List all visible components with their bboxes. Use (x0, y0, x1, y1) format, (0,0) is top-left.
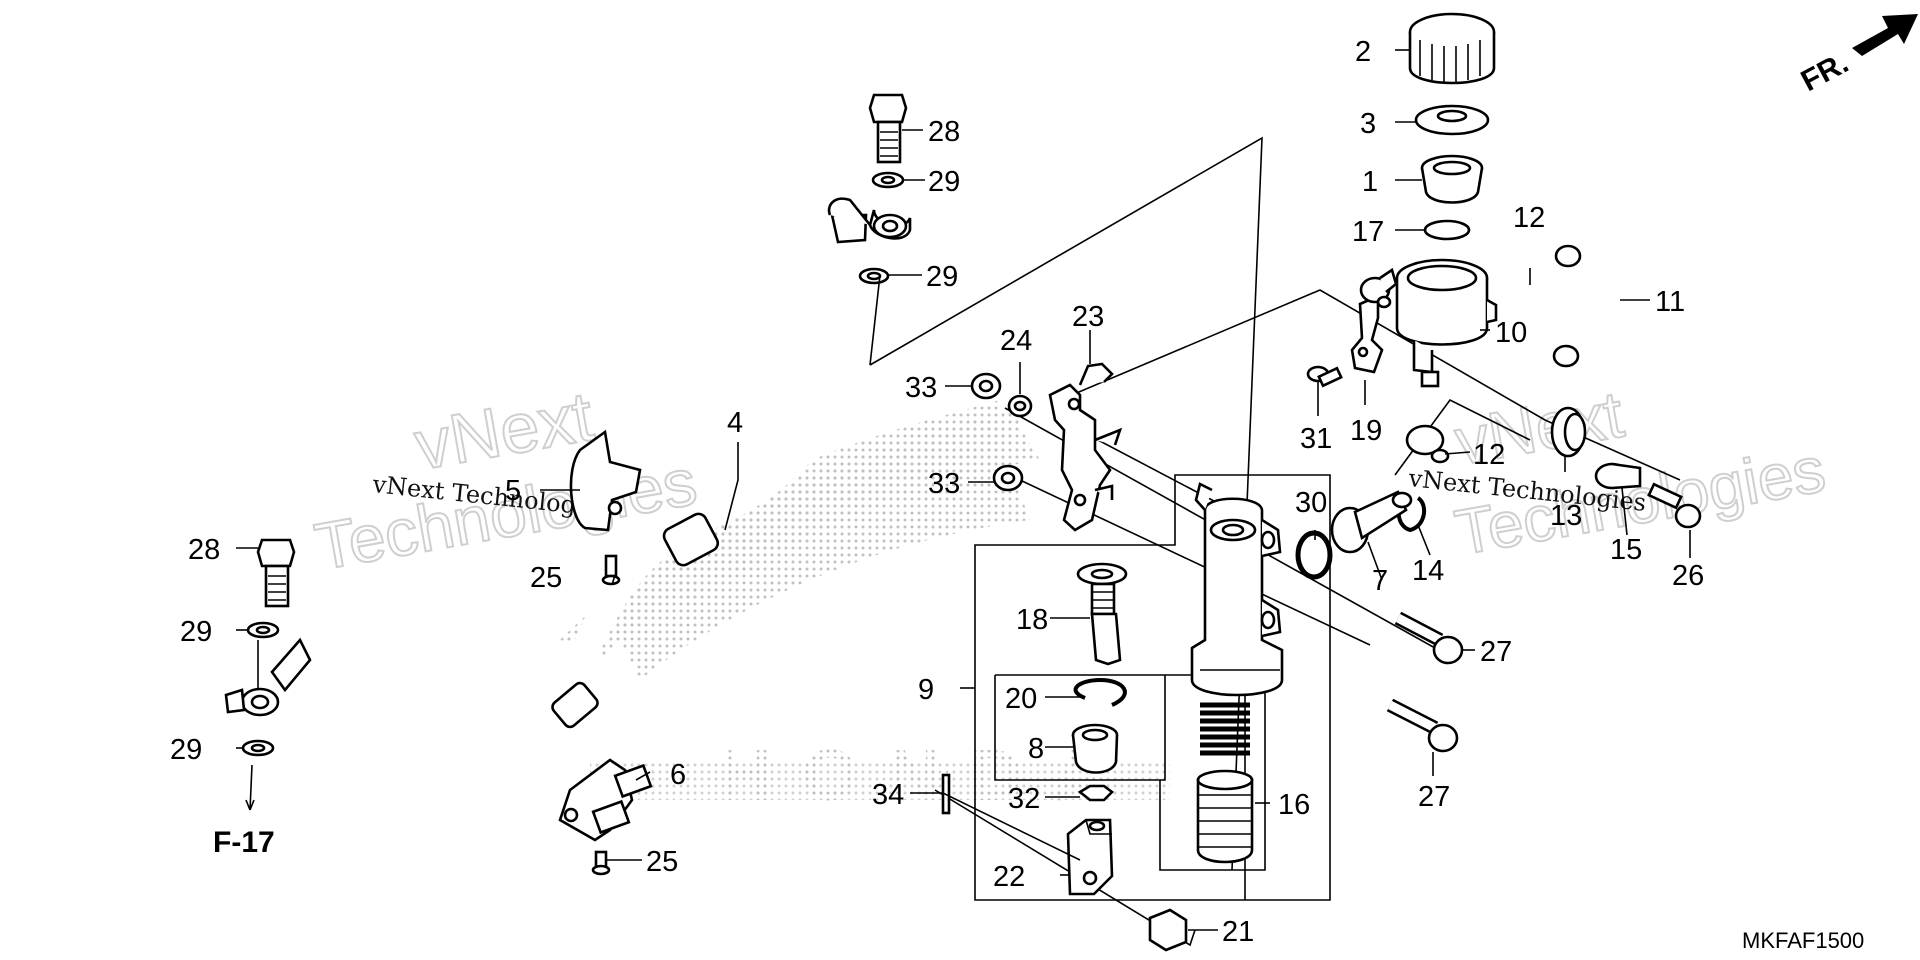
reservoir-cap (1408, 12, 1496, 85)
callout-1: 1 (1362, 166, 1378, 198)
callout-13: 13 (1550, 500, 1582, 532)
hose-clamp-6 (558, 758, 653, 876)
callout-33-upper: 33 (905, 372, 937, 404)
reference-f17: F-17 (213, 826, 275, 859)
o-ring-30 (1295, 530, 1333, 580)
callout-4: 4 (727, 407, 743, 439)
callout-12-lower: 12 (1473, 439, 1505, 471)
callout-11: 11 (1655, 286, 1685, 318)
callout-leaders (236, 49, 1691, 931)
callout-28-upper: 28 (928, 116, 960, 148)
bolt-31 (1306, 365, 1343, 388)
callout-18: 18 (1016, 604, 1048, 636)
nut-32 (1077, 784, 1114, 802)
callout-29-left-upper: 29 (180, 616, 212, 648)
callout-19: 19 (1350, 415, 1382, 447)
callout-26: 26 (1672, 560, 1704, 592)
circlip-20 (1073, 677, 1127, 707)
honda-wing-logo: HONDA (560, 400, 1170, 816)
bolt-27-lower (1386, 698, 1459, 753)
clevis-22 (1066, 818, 1114, 896)
callout-15: 15 (1610, 534, 1642, 566)
reservoir-plate (1414, 104, 1490, 136)
nut-33-lower (992, 464, 1024, 492)
reservoir-diaphragm (1420, 154, 1484, 204)
callout-21: 21 (1222, 916, 1254, 948)
callout-3: 3 (1360, 108, 1376, 140)
callout-22: 22 (993, 861, 1025, 893)
callout-32: 32 (1008, 783, 1040, 815)
callout-27-lower: 27 (1418, 781, 1450, 813)
callout-16: 16 (1278, 789, 1310, 821)
callout-25-upper: 25 (530, 562, 562, 594)
spring-16 (1196, 702, 1254, 864)
callout-2: 2 (1355, 36, 1371, 68)
reservoir-o-ring (1423, 219, 1471, 241)
hose-clip-12-lower (1405, 424, 1450, 464)
master-cylinder-body (1190, 482, 1284, 697)
cotter-21 (1148, 908, 1188, 952)
nut-33-upper (970, 372, 1002, 400)
callout-25-lower: 25 (646, 846, 678, 878)
callout-5: 5 (505, 475, 521, 507)
callout-29-upper: 29 (928, 166, 960, 198)
callout-30: 30 (1295, 487, 1327, 519)
boot-8 (1071, 723, 1119, 774)
callout-24: 24 (1000, 325, 1032, 357)
callout-7: 7 (1372, 565, 1388, 597)
banjo-bolt-left (224, 538, 296, 757)
callout-28-left: 28 (188, 534, 220, 566)
bracket-23 (1048, 362, 1123, 532)
front-arrow: FR. (1796, 14, 1918, 98)
washer-24 (1007, 394, 1033, 418)
callout-31: 31 (1300, 423, 1332, 455)
hose-joint-7 (1330, 490, 1413, 554)
callout-34: 34 (872, 779, 904, 811)
joint-15 (1594, 462, 1642, 490)
brake-hose (270, 197, 872, 778)
push-rod-18 (1076, 562, 1128, 666)
callout-29-left-lower: 29 (170, 734, 202, 766)
callout-17: 17 (1352, 216, 1384, 248)
bolt-27-upper (1394, 611, 1464, 665)
callout-8: 8 (1028, 733, 1044, 765)
callout-6: 6 (670, 759, 686, 791)
diagram-code: MKFAF1500 (1742, 928, 1864, 953)
hose-clamp-5 (569, 429, 642, 586)
callout-10: 10 (1495, 317, 1527, 349)
hose-clip-12-upper (1359, 267, 1398, 309)
grommet-13 (1550, 406, 1587, 458)
callout-23: 23 (1072, 301, 1104, 333)
callout-29-mid: 29 (926, 261, 958, 293)
callout-14: 14 (1412, 555, 1444, 587)
honda-brand-mark: HONDA (720, 736, 1134, 816)
callout-27-upper: 27 (1480, 636, 1512, 668)
reservoir-bracket (1350, 293, 1384, 374)
callout-9: 9 (918, 674, 934, 706)
bolt-26 (1647, 482, 1702, 529)
front-arrow-label: FR. (1796, 46, 1854, 98)
banjo-bolt-top (858, 93, 912, 285)
reservoir-tank (1395, 258, 1498, 388)
callout-12-upper: 12 (1513, 202, 1545, 234)
callout-labels: 1 2 3 4 5 6 7 8 9 10 11 12 12 13 14 15 1… (170, 36, 1704, 948)
callout-33-lower: 33 (928, 468, 960, 500)
callout-20: 20 (1005, 683, 1037, 715)
reservoir-hose (1552, 215, 1632, 368)
